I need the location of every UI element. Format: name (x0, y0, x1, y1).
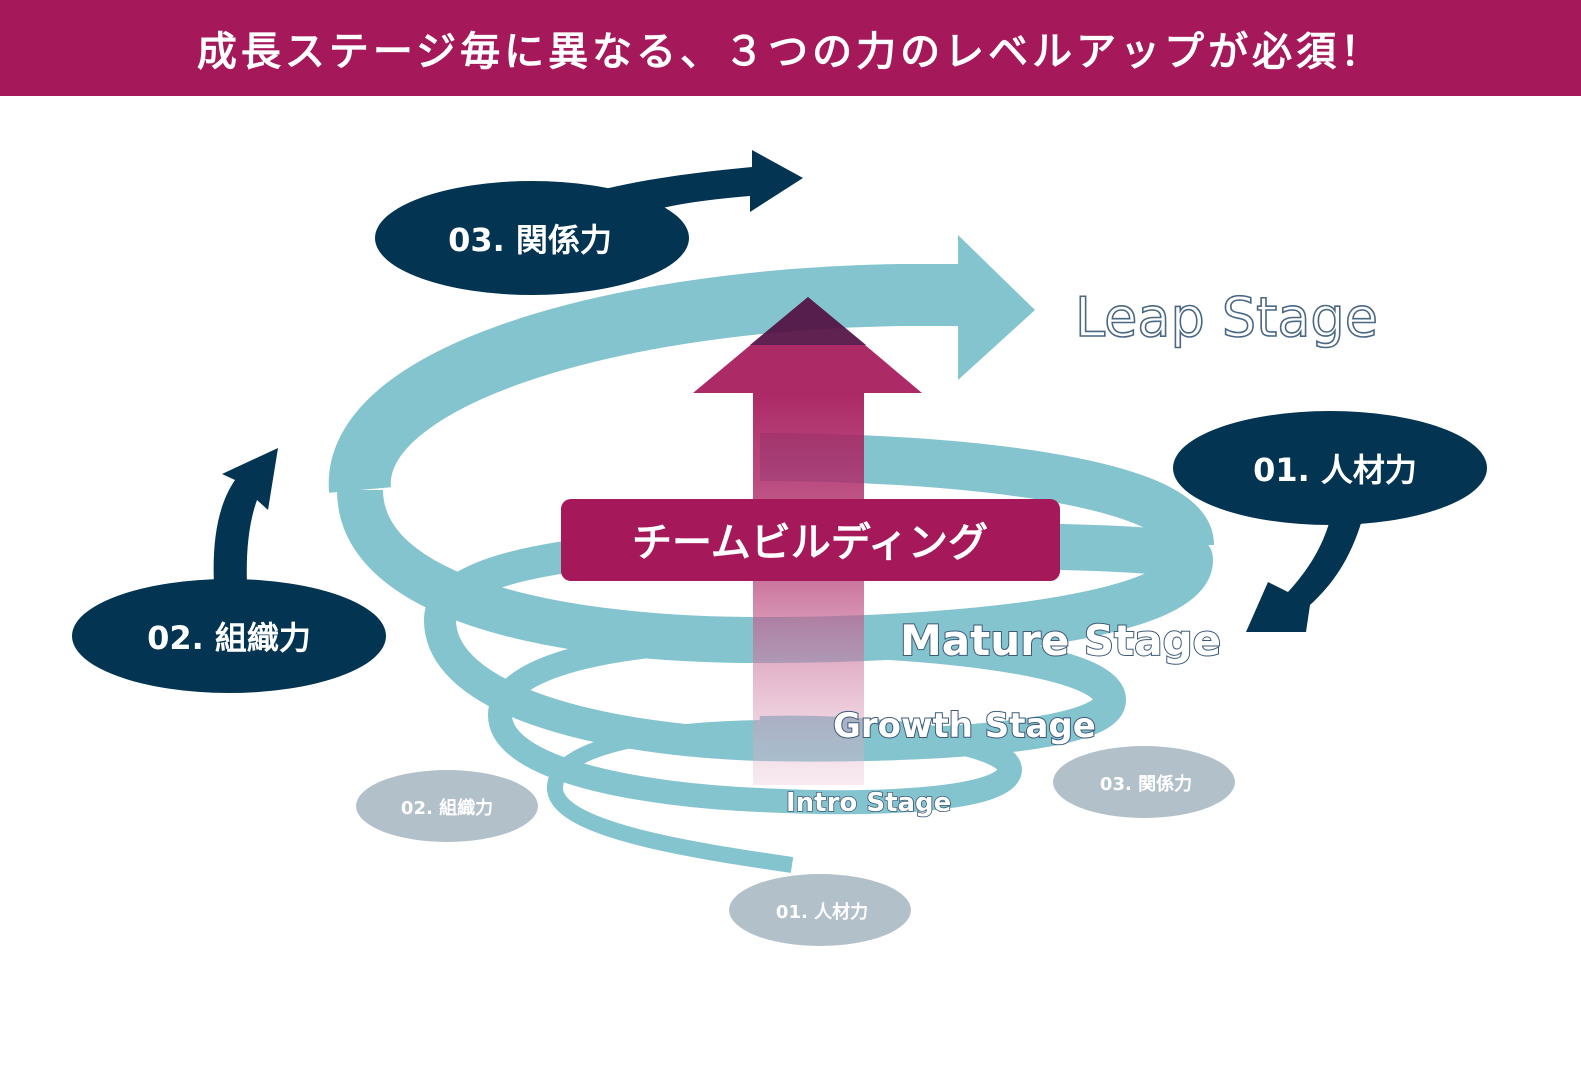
stage-leap-label: Leap Stage (1075, 286, 1378, 349)
power-talent: 01. 人材力 (1173, 411, 1487, 632)
spiral-arrowhead-icon (958, 235, 1035, 380)
base-power-relationship: 03. 関係力 (1053, 746, 1235, 818)
base-ellipse (356, 770, 538, 842)
arrow-right-icon (600, 150, 803, 214)
team-building-arrow (693, 297, 922, 785)
organization-label: 02. 組織力 (147, 619, 311, 657)
team-building-box (561, 499, 1060, 581)
stage-intro-label: Intro Stage (786, 788, 951, 818)
stage-growth-label: Growth Stage (833, 706, 1096, 746)
base-organization-label: 02. 組織力 (401, 797, 493, 819)
base-talent-label: 01. 人材力 (776, 901, 868, 923)
team-building-label: チームビルディング (632, 520, 988, 566)
talent-label: 01. 人材力 (1253, 451, 1417, 489)
spiral-coil-leap (328, 264, 960, 493)
organization-ellipse (72, 579, 386, 693)
base-ellipse (729, 874, 911, 946)
base-power-organization: 02. 組織力 (356, 770, 538, 842)
stage-mature-label: Mature Stage (900, 616, 1221, 665)
relationship-ellipse (375, 181, 689, 295)
arrow-tip-shade (750, 297, 866, 345)
base-power-talent: 01. 人材力 (729, 874, 911, 946)
header-banner: 成長ステージ毎に異なる、３つの力のレベルアップが必須！ (0, 0, 1581, 96)
spiral-coil-upper (337, 488, 1214, 664)
page-title: 成長ステージ毎に異なる、３つの力のレベルアップが必須！ (196, 29, 1385, 75)
power-organization: 02. 組織力 (72, 448, 386, 693)
arrow-down-curved-icon (1246, 520, 1362, 632)
arrow-shaft (753, 393, 864, 785)
arrow-up-curved-icon (213, 448, 278, 585)
team-building-badge: チームビルディング (561, 499, 1060, 581)
relationship-label: 03. 関係力 (448, 221, 612, 259)
base-relationship-label: 03. 関係力 (1100, 773, 1192, 795)
talent-ellipse (1173, 411, 1487, 525)
power-relationship: 03. 関係力 (375, 150, 803, 295)
base-ellipse (1053, 746, 1235, 818)
